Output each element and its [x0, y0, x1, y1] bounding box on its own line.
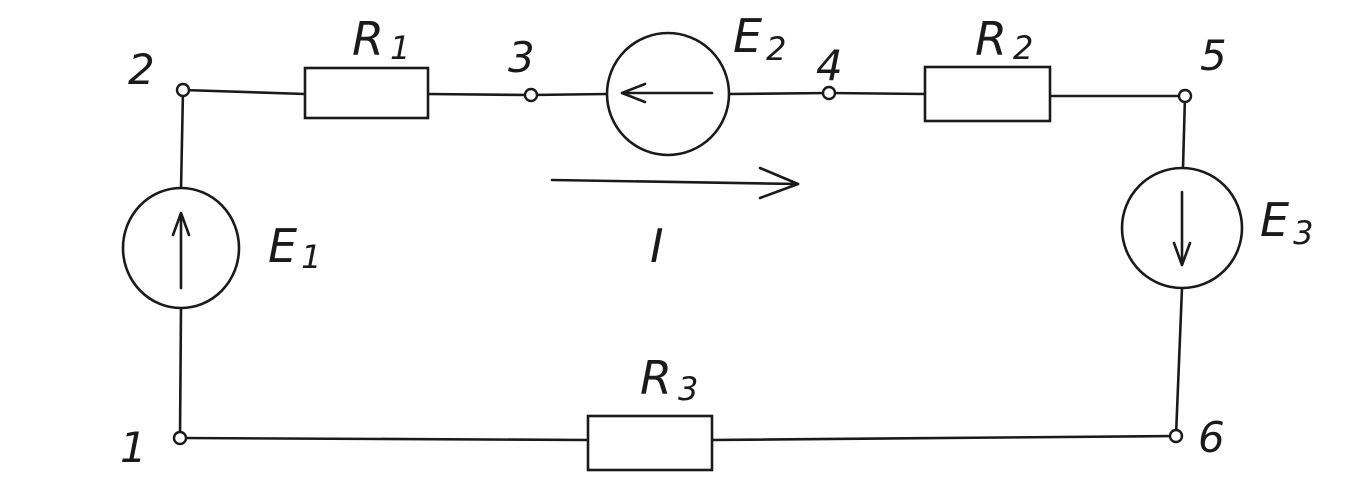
wire-5-e3: [1181, 94, 1187, 170]
wire-r1-3: [426, 92, 533, 97]
arrow-right-icon: [758, 166, 800, 200]
wire-4-r2: [827, 91, 927, 96]
node-5: [1177, 88, 1193, 104]
wire-2-r1: [181, 88, 307, 96]
node-label-1: 1: [120, 423, 147, 472]
wire-r3-1: [178, 436, 590, 442]
wire-e1-2: [179, 88, 185, 192]
arrow-left-head-icon: [620, 82, 647, 104]
node-label-2: 2: [128, 45, 155, 94]
node-2: [175, 82, 191, 98]
source-e3: [1120, 166, 1244, 290]
current-arrow-shaft: [550, 178, 800, 186]
resistor-r1: [303, 66, 430, 120]
node-label-6: 6: [1198, 413, 1225, 462]
current-arrow: [550, 166, 800, 200]
label-current: I: [650, 219, 664, 273]
wire-e2-4: [727, 91, 831, 96]
node-labels: 1 2 3 4 5 6: [120, 31, 1227, 472]
node-label-3: 3: [508, 33, 535, 82]
node-6: [1168, 428, 1184, 444]
resistor-r2: [923, 65, 1052, 123]
source-e2: [605, 31, 731, 157]
wire-1-e1: [178, 306, 183, 440]
source-e1: [121, 186, 241, 310]
wire-3-e2: [529, 92, 609, 97]
node-4: [821, 85, 837, 101]
wire-e3-6: [1174, 286, 1184, 438]
node-3: [523, 87, 539, 103]
node-1: [172, 430, 188, 446]
resistor-r3: [586, 414, 714, 472]
wire-6-r3: [710, 434, 1178, 442]
node-label-4: 4: [816, 41, 843, 90]
node-label-5: 5: [1200, 31, 1227, 80]
wires: [178, 88, 1187, 442]
node-markers: [172, 82, 1193, 446]
arrow-down-head-icon: [1172, 241, 1192, 267]
arrow-up-head-icon: [171, 211, 191, 237]
